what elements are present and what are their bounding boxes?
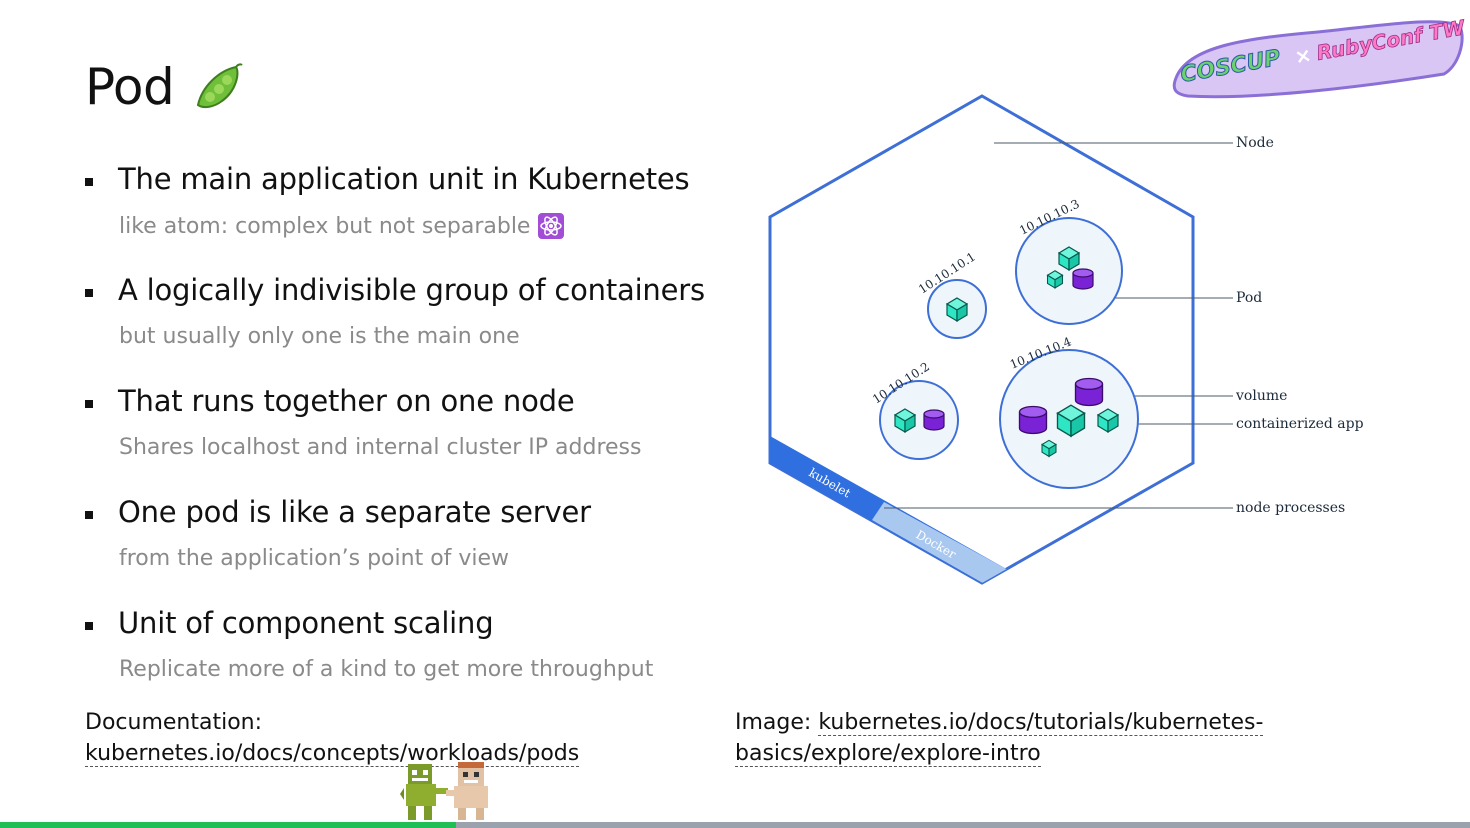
pea-pod-icon [197,63,243,109]
bullet-marker [85,178,93,186]
slide-progress-bar [0,822,1470,828]
bullet-sub-text: Replicate more of a kind to get more thr… [119,657,654,682]
slide-title-text: Pod [85,58,175,116]
bullet-marker [85,622,93,630]
bullet-item: One pod is like a separate server from t… [85,493,765,604]
volume-cylinder-icon [923,409,945,431]
volume-cylinder-icon [1072,268,1094,290]
documentation-credit: Documentation: kubernetes.io/docs/concep… [85,707,580,769]
bullet-main-text: Unit of component scaling [118,606,494,640]
bullet-main-text: That runs together on one node [118,384,575,418]
kubernetes-node-diagram: kubelet Docker Node Pod volume container… [768,94,1364,585]
container-cube-icon [1046,270,1064,289]
containerized-app-label: containerized app [1236,416,1364,432]
container-cube-icon [1096,408,1120,434]
node-hexagon [768,94,1195,585]
conference-logo: COSCUP × RubyConf TW [1172,15,1466,99]
mascots-illustration [400,762,488,820]
node-label: Node [1236,135,1274,151]
image-credit-label: Image: [735,710,812,735]
logo-separator: × [1293,42,1314,69]
bullet-main-text: A logically indivisible group of contain… [118,273,705,307]
bullet-item: Unit of component scaling Replicate more… [85,604,765,715]
container-cube-icon [1056,404,1086,438]
bullet-sub-text: from the application’s point of view [119,546,510,571]
bullet-main-text: The main application unit in Kubernetes [118,162,690,196]
container-cube-icon [1040,439,1058,458]
bullet-marker [85,511,93,519]
bullet-sub-text: like atom: complex but not separable [119,213,565,239]
bullet-item: The main application unit in Kubernetes … [85,160,765,271]
image-credit-link-line2[interactable]: basics/explore/explore-intro [735,741,1041,767]
bullet-item: A logically indivisible group of contain… [85,271,765,382]
slide-progress-fill [0,822,456,828]
bullet-item: That runs together on one node Shares lo… [85,382,765,493]
atom-icon [538,213,565,239]
beige-monster-icon [446,762,488,820]
bullet-main-text: One pod is like a separate server [118,495,591,529]
volume-cylinder-icon [1074,377,1104,407]
docker-band [872,502,1010,583]
image-credit-link-line1[interactable]: kubernetes.io/docs/tutorials/kubernetes- [818,710,1264,736]
bullet-marker [85,400,93,408]
container-cube-icon [945,297,969,323]
container-cube-icon [1057,246,1081,272]
bullet-sub-text: Shares localhost and internal cluster IP… [119,435,642,460]
bullet-marker [85,289,93,297]
documentation-label: Documentation: [85,710,263,735]
node-processes-label: node processes [1236,500,1345,516]
pod-circle [879,380,959,460]
container-cube-icon [893,408,917,434]
green-dinosaur-icon [400,764,448,820]
image-credit: Image: kubernetes.io/docs/tutorials/kube… [735,707,1355,769]
volume-cylinder-icon [1018,405,1048,435]
slide-title: Pod [85,58,244,116]
pod-circle [1015,217,1123,325]
volume-label: volume [1235,388,1287,404]
documentation-link[interactable]: kubernetes.io/docs/concepts/workloads/po… [85,741,580,767]
pod-label: Pod [1236,290,1262,306]
bullet-list: The main application unit in Kubernetes … [85,160,765,715]
bullet-sub-text: but usually only one is the main one [119,324,520,349]
bullet-sub-label: like atom: complex but not separable [119,213,531,239]
